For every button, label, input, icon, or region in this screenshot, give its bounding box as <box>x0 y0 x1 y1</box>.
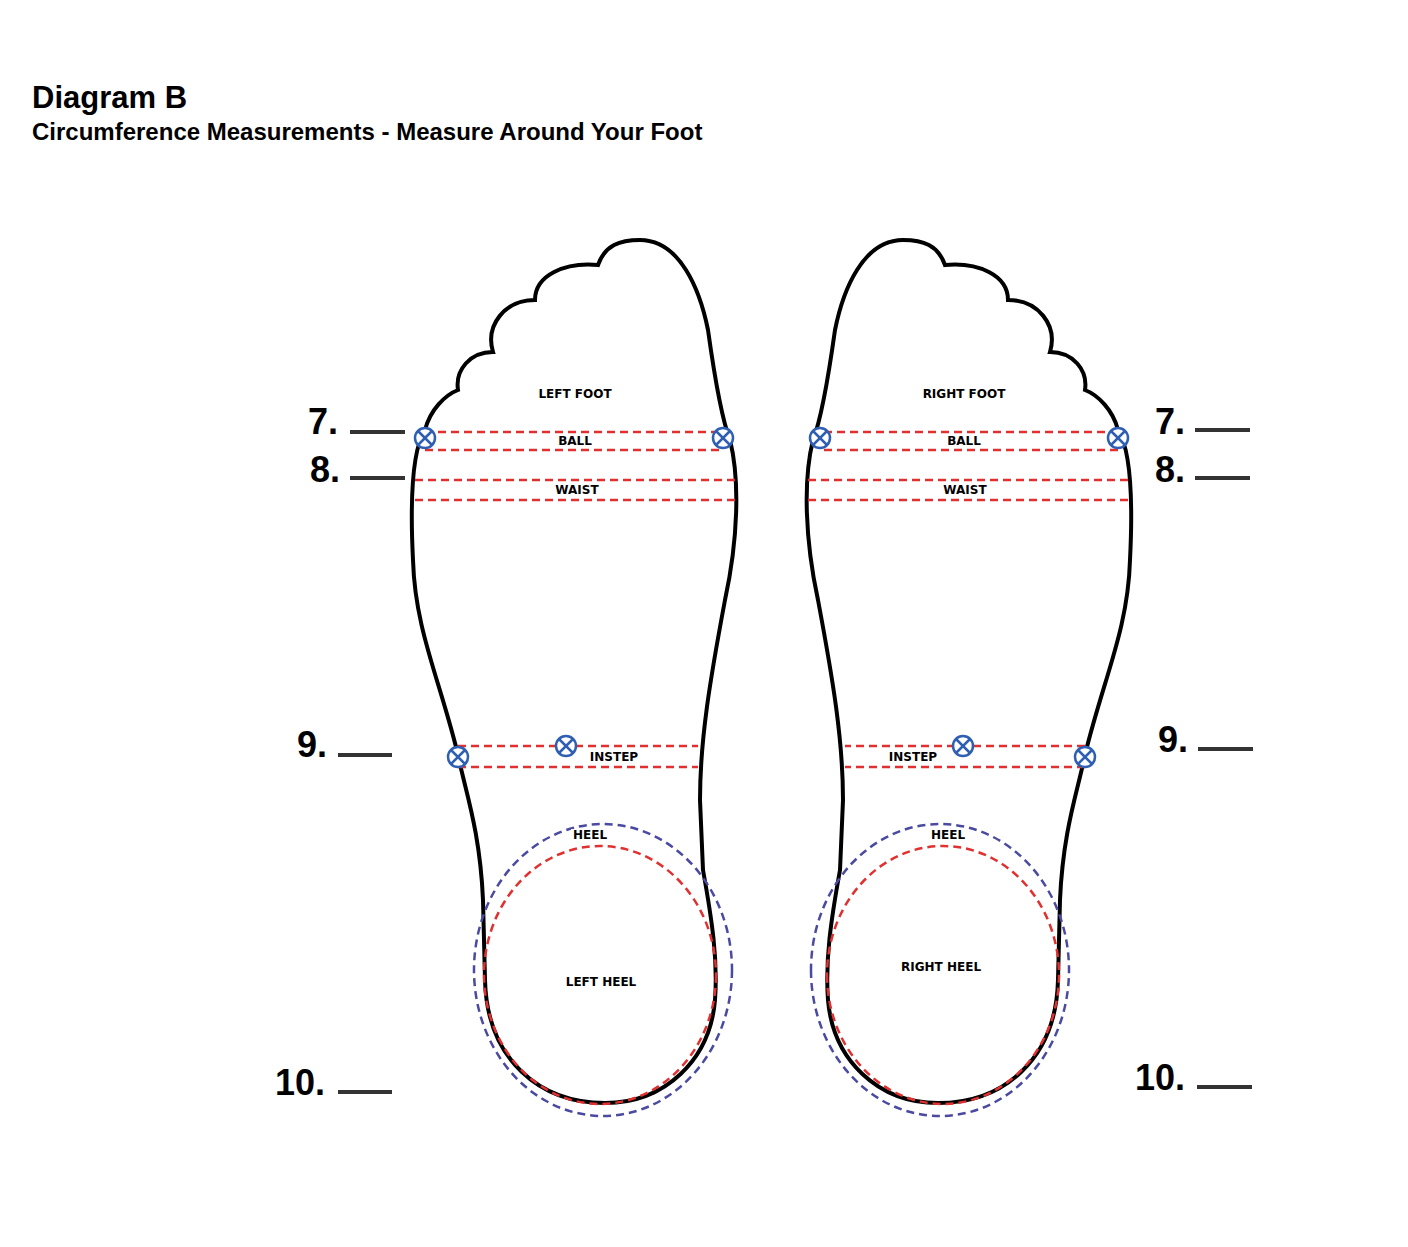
callout-number: 10. <box>1135 1060 1185 1096</box>
measure-label: INSTEP <box>588 751 640 763</box>
diagram-caption: Circumference Measurements - Measure Aro… <box>32 118 702 146</box>
foot-outline: RIGHT FOOT HEEL RIGHT HEEL <box>801 238 1133 1106</box>
region-label: HEEL <box>929 829 967 841</box>
measure-label: WAIST <box>941 484 988 496</box>
callout-number: 7. <box>308 404 338 440</box>
region-label: LEFT FOOT <box>536 388 613 400</box>
measure-label: INSTEP <box>887 751 939 763</box>
callout-number: 10. <box>275 1065 325 1101</box>
measure-label: BALL <box>945 435 983 447</box>
callout-number: 7. <box>1155 404 1185 440</box>
callout-number: 8. <box>1155 452 1185 488</box>
callout-number: 9. <box>297 727 327 763</box>
foot-outline: LEFT FOOT HEEL LEFT HEEL <box>410 238 742 1106</box>
measure-label: BALL <box>556 435 594 447</box>
region-label: HEEL <box>571 829 609 841</box>
callout-number: 9. <box>1158 722 1188 758</box>
heel-circle: HEEL RIGHT HEEL <box>811 823 1069 1117</box>
heel-circle: HEEL LEFT HEEL <box>474 823 732 1117</box>
region-label: LEFT HEEL <box>564 976 639 988</box>
region-label: RIGHT FOOT <box>921 388 1008 400</box>
measure-label: WAIST <box>553 484 600 496</box>
callout-number: 8. <box>310 452 340 488</box>
region-label: RIGHT HEEL <box>899 961 983 973</box>
diagram-title: Diagram B <box>32 80 187 116</box>
